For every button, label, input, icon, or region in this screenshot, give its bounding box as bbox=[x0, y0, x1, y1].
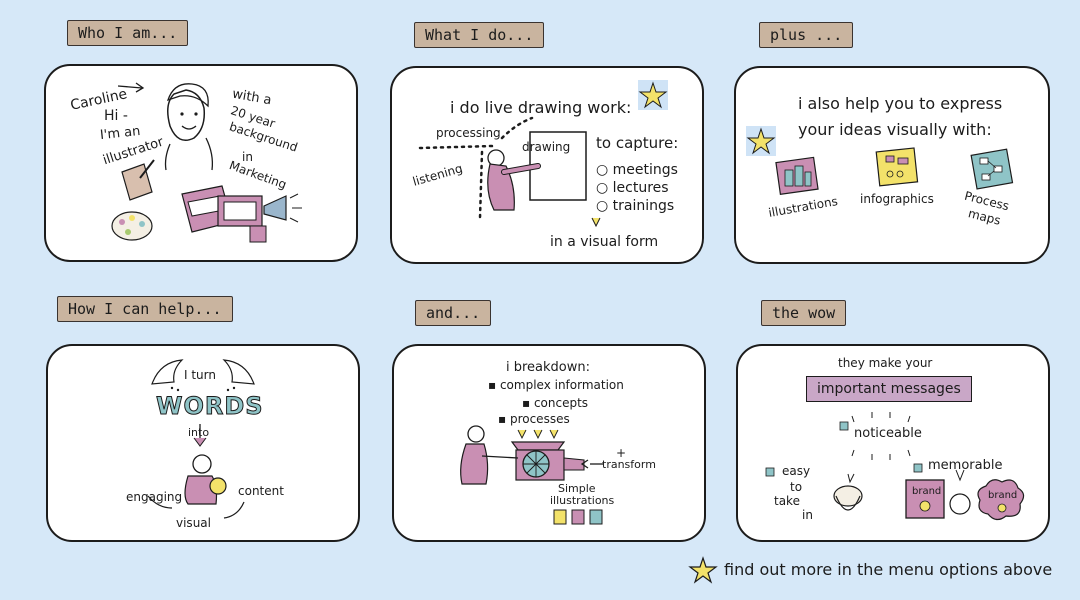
live-drawing-illustration bbox=[418, 116, 601, 228]
label-brand-1: brand bbox=[912, 486, 942, 497]
breakdown-item-complex: ▪ complex information bbox=[488, 378, 624, 392]
star-icon bbox=[688, 556, 718, 584]
card-how-i-can-help: I turn WORDS into engaging content visua… bbox=[46, 344, 360, 542]
label-important-messages: important messages bbox=[806, 376, 972, 402]
breakdown-item-concepts: ▪ concepts bbox=[522, 396, 589, 410]
label-memorable: memorable bbox=[928, 458, 1003, 473]
tag-and: and... bbox=[415, 300, 492, 326]
capture-item-meetings-label: meetings bbox=[612, 162, 678, 178]
label-in: in bbox=[802, 508, 813, 522]
label-infographics: infographics bbox=[860, 192, 934, 206]
label-illustrations: illustrations bbox=[767, 194, 839, 220]
capture-item-lectures-label: lectures bbox=[612, 180, 669, 196]
breakdown-item-processes: ▪ processes bbox=[498, 412, 570, 426]
illustrations-icon bbox=[775, 156, 819, 196]
tag-who-i-am: Who I am... bbox=[67, 20, 189, 46]
label-take: take bbox=[774, 494, 800, 508]
label-to: to bbox=[790, 480, 803, 494]
label-i-turn: I turn bbox=[184, 368, 216, 382]
tag-how-i-can-help: How I can help... bbox=[57, 296, 233, 322]
plus-line-1: i also help you to express bbox=[798, 94, 1003, 113]
tag-plus: plus ... bbox=[759, 22, 854, 48]
wow-illustration bbox=[765, 412, 1025, 521]
wings-illustration bbox=[147, 359, 255, 519]
card-what-i-do: i do live drawing work: processing liste… bbox=[390, 66, 704, 264]
process-maps-icon bbox=[970, 148, 1014, 190]
capture-item-meetings: ○ meetings bbox=[596, 162, 678, 178]
label-noticeable: noticeable bbox=[854, 426, 922, 441]
label-visual: visual bbox=[176, 516, 211, 530]
label-visual-form: in a visual form bbox=[550, 234, 659, 250]
label-transform: transform bbox=[602, 458, 656, 471]
footer-menu-hint: find out more in the menu options above bbox=[724, 560, 1053, 579]
label-brand-2: brand bbox=[988, 490, 1018, 501]
label-words: WORDS bbox=[156, 392, 264, 421]
capture-item-trainings: ○ trainings bbox=[596, 198, 675, 214]
card-who-i-am: Caroline Hi - I'm an illustrator with a … bbox=[44, 64, 358, 262]
card-plus: i also help you to express your ideas vi… bbox=[734, 66, 1050, 264]
plus-line-2: your ideas visually with: bbox=[798, 120, 992, 139]
text-in: in bbox=[242, 150, 253, 164]
label-easy: easy bbox=[782, 464, 811, 478]
label-content: content bbox=[238, 484, 284, 498]
text-hi: Hi - bbox=[104, 108, 128, 124]
capture-item-lectures: ○ lectures bbox=[596, 180, 669, 196]
capture-item-trainings-label: trainings bbox=[612, 198, 675, 214]
label-plus-sign: + bbox=[616, 446, 627, 460]
label-processing: processing bbox=[436, 126, 501, 140]
label-simple-illustrations: illustrations bbox=[550, 494, 615, 507]
star-icon bbox=[746, 126, 776, 156]
headline-live-drawing: i do live drawing work: bbox=[450, 98, 632, 117]
card-the-wow: they make your important messages notice… bbox=[736, 344, 1050, 542]
breakdown-item-concepts-label: concepts bbox=[533, 396, 589, 410]
breakdown-item-complex-label: complex information bbox=[499, 378, 624, 392]
label-drawing: drawing bbox=[522, 140, 571, 154]
card-and: i breakdown: ▪ complex information ▪ con… bbox=[392, 344, 706, 542]
portrait-illustration bbox=[111, 82, 302, 243]
machine-illustration bbox=[460, 425, 604, 525]
breakdown-item-processes-label: processes bbox=[509, 412, 570, 426]
label-simple: Simple bbox=[558, 482, 596, 495]
star-icon bbox=[638, 80, 668, 110]
label-i-breakdown: i breakdown: bbox=[506, 360, 591, 375]
label-engaging: engaging bbox=[126, 490, 183, 504]
label-to-capture: to capture: bbox=[596, 134, 679, 152]
tag-what-i-do: What I do... bbox=[414, 22, 545, 48]
label-into: into bbox=[188, 426, 210, 439]
infographics-icon bbox=[875, 147, 919, 187]
tag-the-wow: the wow bbox=[761, 300, 847, 326]
label-they-make: they make your bbox=[838, 356, 933, 370]
